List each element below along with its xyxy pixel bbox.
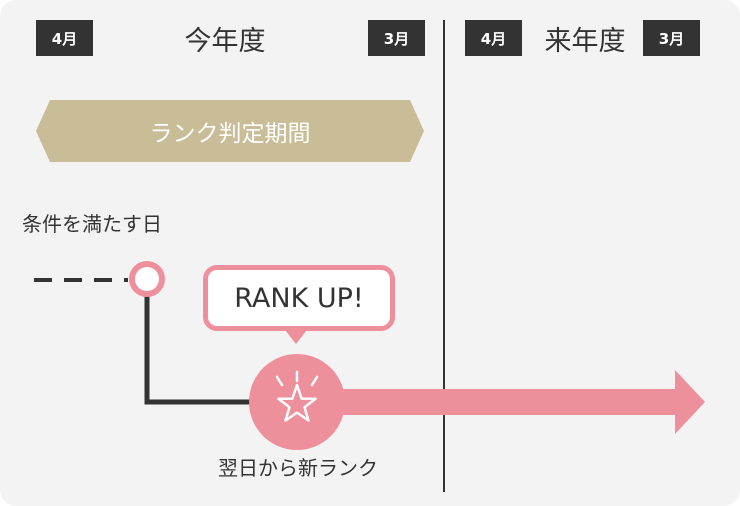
new-rank-from-next-day-label: 翌日から新ランク: [218, 456, 378, 480]
this-year-end-month: 3月: [368, 20, 425, 56]
next-year-start-month: 4月: [465, 20, 522, 56]
rank-arrow-shaft: [298, 389, 678, 415]
next-year-end-month: 3月: [643, 20, 700, 56]
evaluation-period-banner: ランク判定期間: [36, 100, 424, 162]
rank-arrow-head-icon: [675, 370, 705, 434]
condition-met-label: 条件を満たす日: [22, 212, 162, 236]
elbow-connector: [144, 292, 258, 405]
ring-marker-icon: [129, 261, 165, 297]
this-year-label: 今年度: [184, 25, 266, 57]
rank-up-text: RANK UP!: [234, 282, 364, 314]
this-year-start-month: 4月: [36, 20, 93, 56]
fiscal-year-divider: [443, 20, 445, 492]
next-year-label: 来年度: [544, 25, 626, 57]
evaluation-period-label: ランク判定期間: [149, 121, 311, 147]
star-icon: [249, 354, 345, 450]
rank-up-bubble: RANK UP!: [203, 265, 395, 331]
